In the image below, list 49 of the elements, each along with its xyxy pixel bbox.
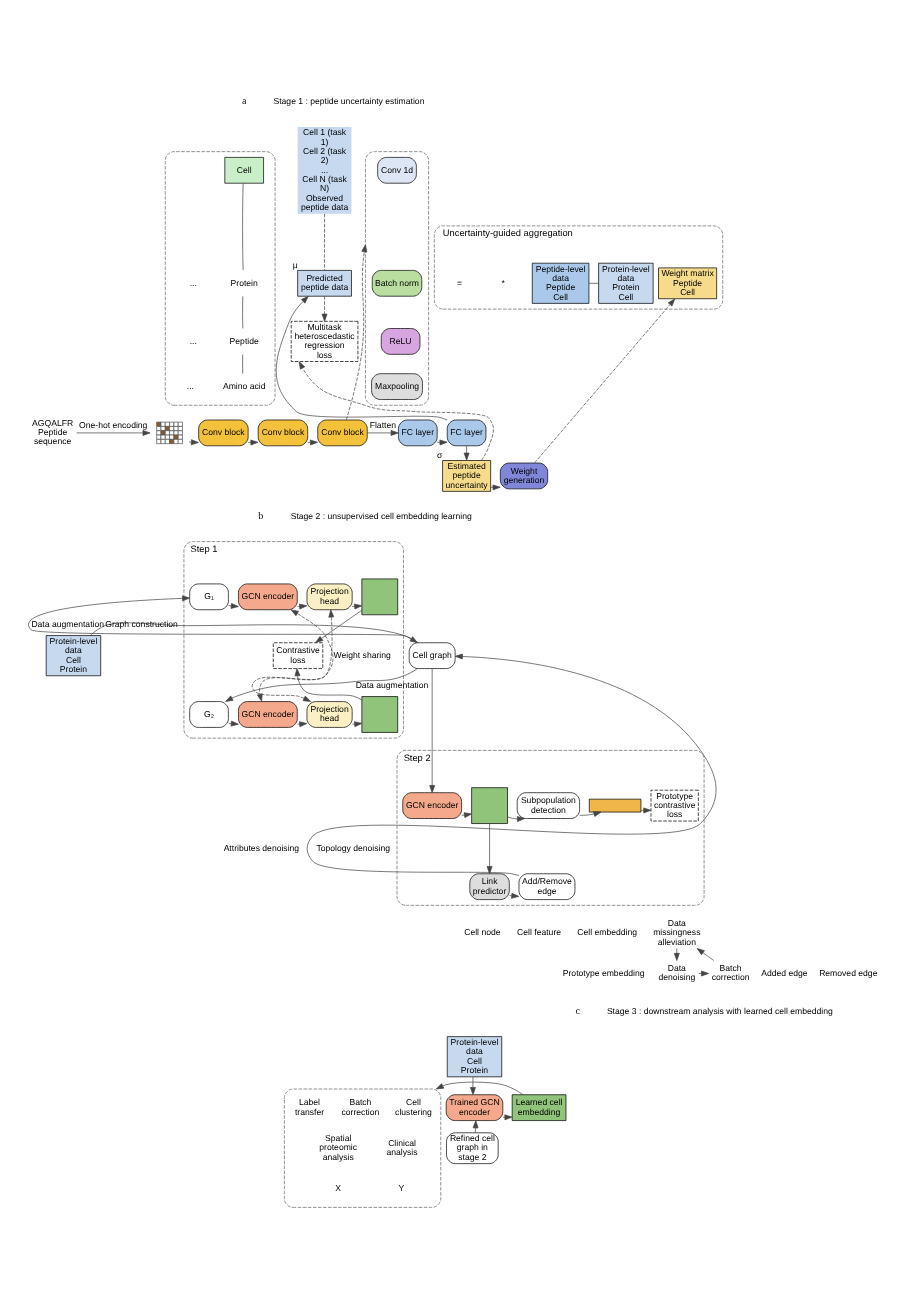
node-box	[471, 787, 508, 824]
arrow	[228, 720, 239, 727]
arrow	[470, 1076, 476, 1095]
cluster	[284, 1088, 442, 1208]
arrow	[76, 430, 151, 436]
arrow	[321, 295, 328, 322]
arrow	[486, 823, 493, 874]
arrow	[579, 811, 602, 817]
node-box	[361, 578, 399, 616]
cluster	[164, 151, 276, 406]
arrow	[297, 721, 308, 727]
connector	[242, 354, 244, 374]
arrow	[640, 807, 652, 814]
arrow	[509, 893, 520, 899]
arrow	[346, 244, 368, 421]
arrow	[351, 603, 363, 610]
cluster	[365, 151, 429, 406]
arrow	[436, 439, 448, 446]
arrow	[298, 361, 494, 461]
arrow	[461, 812, 472, 818]
connector	[324, 213, 325, 271]
arrow	[507, 816, 525, 822]
arrow	[673, 948, 680, 961]
arrow	[351, 721, 363, 727]
arrow	[696, 948, 715, 961]
arrow	[307, 439, 318, 446]
connector	[588, 282, 599, 284]
arrow	[294, 668, 363, 701]
arrow	[275, 296, 448, 421]
arrow	[228, 603, 239, 609]
arrow	[89, 622, 418, 643]
arrow	[225, 668, 418, 702]
arrow	[502, 1114, 513, 1121]
arrow	[297, 603, 308, 610]
connector	[242, 295, 244, 329]
arrow	[315, 609, 363, 643]
arrow	[435, 1081, 524, 1096]
arrow	[490, 484, 501, 491]
arrow	[698, 970, 709, 977]
arrow	[534, 298, 676, 464]
arrow	[367, 430, 399, 436]
arrow	[429, 668, 436, 793]
arrow	[463, 445, 470, 461]
arrow	[28, 595, 419, 644]
arrow	[188, 439, 199, 446]
arrow	[472, 1120, 479, 1133]
arrow	[247, 439, 259, 446]
connector	[242, 183, 244, 271]
node-box	[361, 696, 399, 733]
